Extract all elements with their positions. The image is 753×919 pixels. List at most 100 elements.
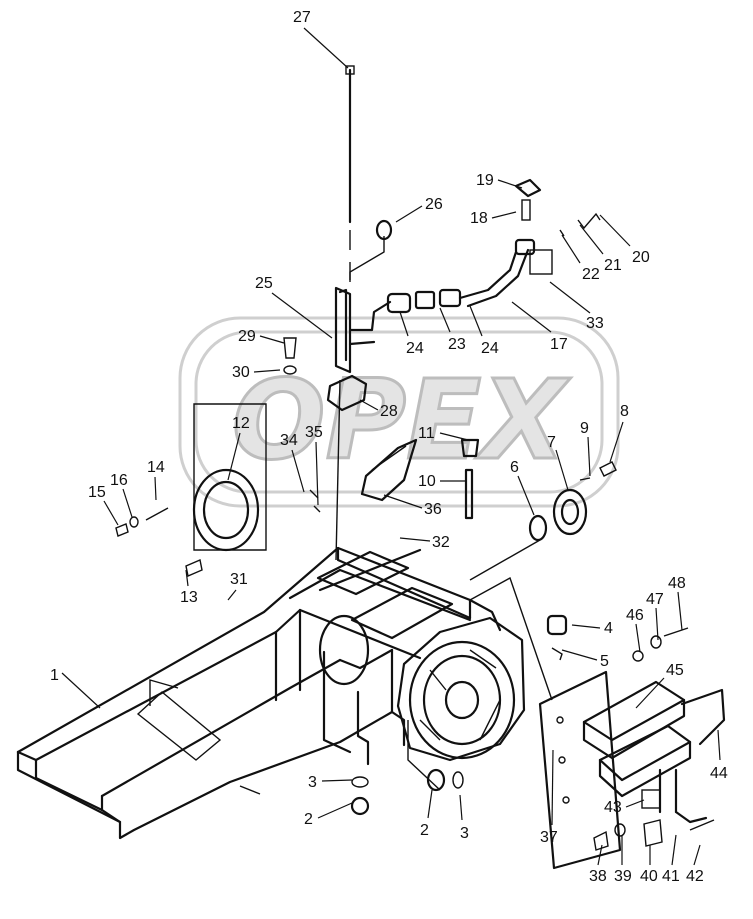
callout-number-c32: 32 bbox=[432, 534, 450, 551]
callout-number-c25: 25 bbox=[255, 275, 273, 292]
sensor-rod bbox=[460, 438, 480, 520]
leader-line-c6 bbox=[517, 475, 535, 516]
leader-line-c22 bbox=[561, 234, 581, 264]
callout-number-c24b: 24 bbox=[481, 340, 499, 357]
callout-number-c13: 13 bbox=[180, 589, 198, 606]
callout-number-c6: 6 bbox=[510, 459, 519, 476]
callout-number-c8: 8 bbox=[620, 403, 629, 420]
leader-line-c28 bbox=[359, 399, 379, 411]
leader-line-c25 bbox=[271, 292, 333, 339]
leader-line-c36 bbox=[383, 494, 423, 509]
leader-line-c30 bbox=[253, 369, 281, 373]
leader-line-c19 bbox=[497, 179, 523, 189]
callout-number-c30: 30 bbox=[232, 364, 250, 381]
leader-line-c26 bbox=[395, 205, 423, 223]
leader-line-c48 bbox=[677, 591, 683, 631]
leader-line-c46 bbox=[635, 623, 641, 653]
callout-number-c42: 42 bbox=[686, 868, 704, 885]
leader-line-c18 bbox=[491, 211, 517, 219]
leader-line-c5 bbox=[561, 649, 598, 661]
leader-line-c42 bbox=[693, 844, 701, 866]
callout-number-c22: 22 bbox=[582, 266, 600, 283]
callout-number-c26: 26 bbox=[425, 196, 443, 213]
leader-line-c2b bbox=[427, 789, 433, 819]
cover-plate bbox=[115, 403, 267, 577]
leader-line-c3a bbox=[321, 779, 353, 782]
watermark-inner-frame bbox=[194, 330, 604, 494]
callout-number-c16: 16 bbox=[110, 472, 128, 489]
callout-number-c18: 18 bbox=[470, 210, 488, 227]
leader-line-c20 bbox=[599, 214, 631, 247]
callout-number-c28: 28 bbox=[380, 403, 398, 420]
callout-number-c4: 4 bbox=[604, 620, 613, 637]
callout-number-c41: 41 bbox=[662, 868, 680, 885]
callout-number-c33: 33 bbox=[586, 315, 604, 332]
bracket bbox=[283, 337, 368, 412]
main-frame bbox=[16, 546, 472, 840]
leader-line-c15 bbox=[103, 500, 119, 526]
leader-line-c45 bbox=[635, 677, 665, 709]
leader-line-c37 bbox=[551, 749, 554, 826]
leader-line-c4 bbox=[571, 624, 601, 629]
transmission-housing bbox=[396, 598, 526, 791]
callout-number-c38: 38 bbox=[589, 868, 607, 885]
callout-number-c10: 10 bbox=[418, 473, 436, 490]
leader-line-c12 bbox=[227, 432, 241, 481]
callout-number-c14: 14 bbox=[147, 459, 165, 476]
callout-number-c46: 46 bbox=[626, 607, 644, 624]
leader-line-c16 bbox=[122, 488, 133, 518]
leader-line-c21 bbox=[579, 224, 604, 255]
leader-line-c41 bbox=[671, 834, 677, 866]
callout-number-c7: 7 bbox=[547, 434, 556, 451]
plugs-and-washers bbox=[239, 614, 568, 816]
leader-line-c8 bbox=[609, 421, 624, 463]
leader-line-c31 bbox=[227, 589, 237, 601]
leader-line-c3b bbox=[459, 794, 463, 821]
leader-line-c34 bbox=[291, 449, 305, 493]
callout-number-c45: 45 bbox=[666, 662, 684, 679]
leader-line-c11 bbox=[439, 432, 469, 441]
callout-number-c12: 12 bbox=[232, 415, 250, 432]
leader-line-c9 bbox=[587, 436, 591, 477]
leader-line-c14 bbox=[154, 476, 157, 501]
callout-number-c47: 47 bbox=[646, 591, 664, 608]
control-rod bbox=[334, 65, 355, 561]
leader-line-c38 bbox=[597, 844, 603, 866]
callout-number-c11: 11 bbox=[418, 425, 435, 442]
callout-number-c37: 37 bbox=[540, 829, 558, 846]
leader-line-c7 bbox=[555, 449, 569, 491]
leader-line-c17 bbox=[511, 301, 552, 333]
callout-number-c20: 20 bbox=[632, 249, 650, 266]
callout-number-c31: 31 bbox=[230, 571, 248, 588]
callout-number-c24a: 24 bbox=[406, 340, 424, 357]
callout-number-c35: 35 bbox=[305, 424, 323, 441]
mount-bracket-assembly bbox=[469, 576, 726, 870]
callout-number-c29: 29 bbox=[238, 328, 256, 345]
leader-line-c24b bbox=[469, 305, 483, 337]
callout-number-c40: 40 bbox=[640, 868, 658, 885]
hose-assembly bbox=[348, 178, 601, 346]
callout-number-c15: 15 bbox=[88, 484, 106, 501]
leader-line-c29 bbox=[259, 335, 285, 344]
leader-line-c33 bbox=[549, 281, 591, 314]
leader-line-c13 bbox=[185, 569, 189, 587]
curved-guard bbox=[309, 438, 418, 513]
leader-line-c32 bbox=[399, 537, 431, 542]
callout-number-c3a: 3 bbox=[308, 774, 317, 791]
leader-line-c2a bbox=[317, 802, 353, 819]
callout-number-c1: 1 bbox=[50, 667, 59, 684]
leader-line-c43 bbox=[625, 799, 645, 808]
callout-number-c19: 19 bbox=[476, 172, 494, 189]
leader-line-c23 bbox=[439, 307, 451, 333]
watermark-logo: OPEX bbox=[232, 356, 571, 484]
leader-line-c24a bbox=[399, 311, 409, 337]
callout-number-c43: 43 bbox=[604, 799, 622, 816]
callout-number-c48: 48 bbox=[668, 575, 686, 592]
callout-number-c36: 36 bbox=[424, 501, 442, 518]
seal-ring-set bbox=[469, 461, 617, 581]
watermark: OPEX bbox=[178, 316, 620, 508]
callout-number-c2b: 2 bbox=[420, 822, 429, 839]
callout-number-c9: 9 bbox=[580, 420, 589, 437]
